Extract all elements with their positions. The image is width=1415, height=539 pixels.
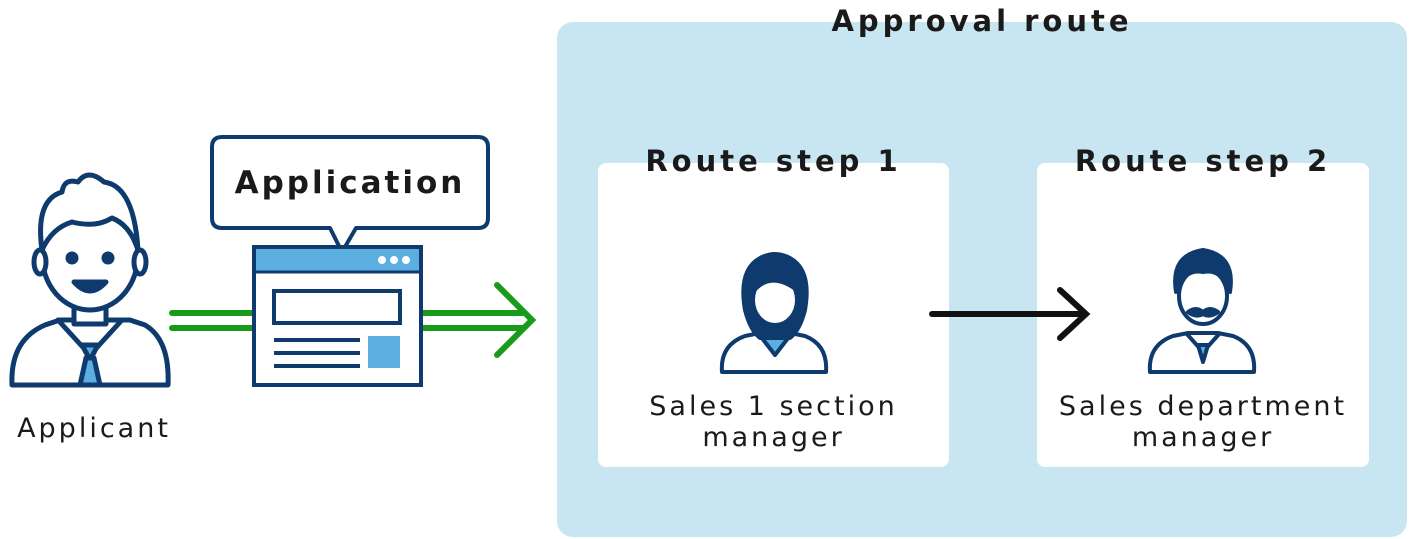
applicant-person-icon xyxy=(9,172,171,388)
application-bubble-label: Application xyxy=(234,165,466,201)
female-manager-icon xyxy=(719,252,829,374)
route-step-2-title: Route step 2 xyxy=(1074,144,1332,178)
application-speech-bubble xyxy=(210,135,490,254)
male-manager-icon xyxy=(1147,248,1257,374)
route-step-2-role-line-2: manager xyxy=(1131,422,1275,453)
route-step-1-role: Sales 1 section manager xyxy=(598,391,949,453)
route-step-2-role-line-1: Sales department xyxy=(1058,391,1348,422)
route-step-1-role-line-2: manager xyxy=(702,422,845,453)
submit-flow-arrow xyxy=(169,282,537,358)
next-step-arrow xyxy=(929,287,1091,341)
route-step-1-title: Route step 1 xyxy=(645,144,902,178)
route-step-2-role: Sales department manager xyxy=(1037,391,1369,453)
route-step-1-role-line-1: Sales 1 section xyxy=(649,391,898,422)
applicant-label: Applicant xyxy=(17,413,171,444)
application-document-icon xyxy=(252,245,423,387)
approval-route-title: Approval route xyxy=(831,4,1133,38)
